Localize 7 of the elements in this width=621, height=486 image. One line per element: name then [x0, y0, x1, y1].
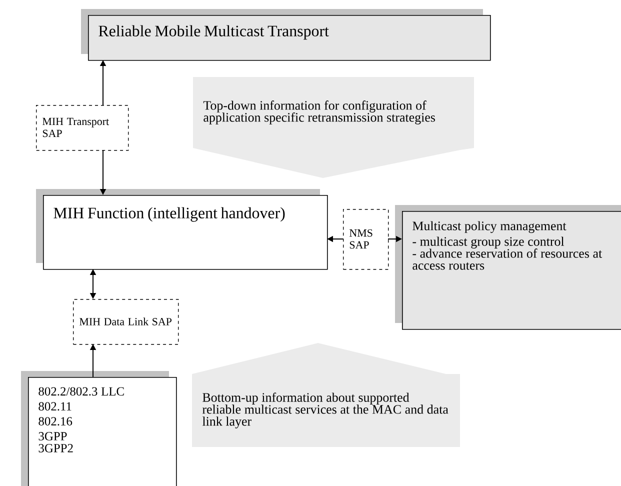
sap-box: MIH Transport SAP: [36, 105, 129, 151]
layer-box: MIH Function (intelligent handover): [36, 189, 328, 270]
layer-box: 802.2/802.3 LLC 802.11 802.16 3GPP 3GPP2: [21, 371, 177, 486]
layer-box: Multicast policy management - multicast group size control - advance reservation of resources at access routers: [395, 205, 621, 330]
sap-box: NMS SAP: [343, 209, 389, 270]
sap-box: MIH Data Link SAP: [73, 299, 179, 345]
layer-box: Reliable Mobile Multicast Transport: [81, 9, 491, 61]
